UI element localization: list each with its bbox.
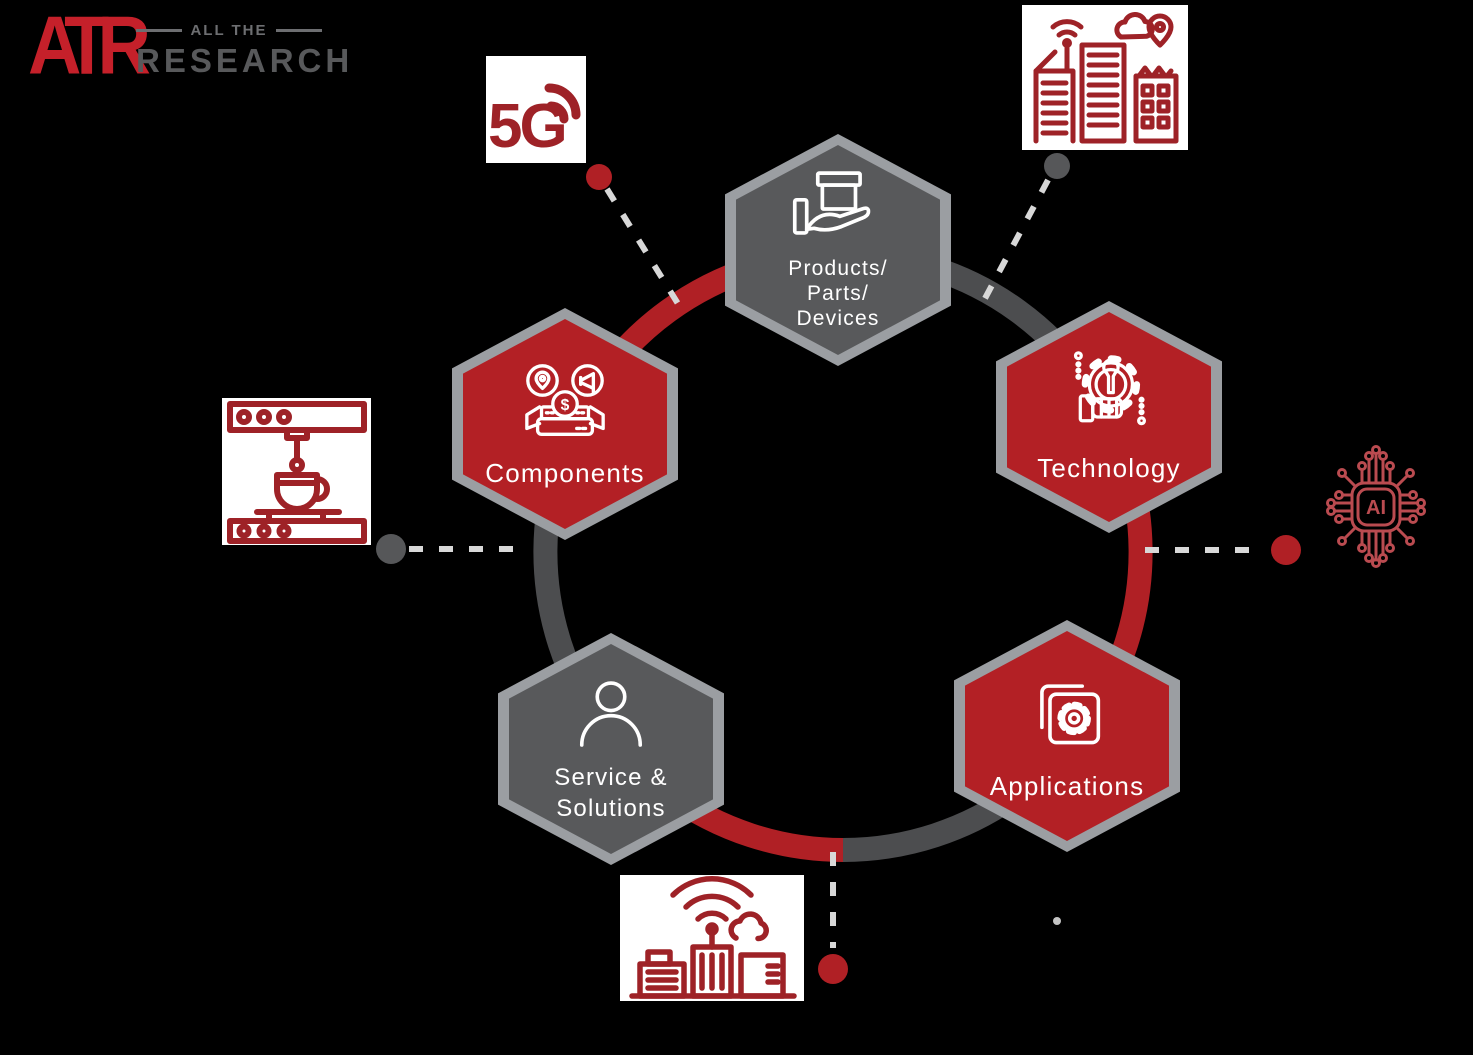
dot-5g	[586, 164, 612, 190]
dollar-glyph: $	[561, 397, 570, 414]
3d-printer-icon	[226, 401, 367, 544]
hexagon-label: Applications	[990, 770, 1145, 802]
smart-factory-card	[620, 875, 804, 1001]
hexagon-label: Components	[485, 457, 644, 489]
hexagon-technology: Technology	[996, 301, 1222, 533]
dot-3d-printer	[376, 534, 406, 564]
speck-dot	[1053, 917, 1061, 925]
logo-title: RESEARCH	[136, 42, 354, 79]
hexagon-applications: Applications	[954, 620, 1180, 852]
label-line: Parts/	[806, 281, 870, 305]
logo-tagline: ALL THE	[190, 22, 268, 39]
5g-card: 5G	[486, 56, 586, 163]
hexagon-label: Products/ Parts/ Devices	[788, 256, 888, 331]
app-window-gear-icon	[1040, 684, 1101, 745]
label-line: Applications	[989, 771, 1145, 801]
hexagon-label: Service & Solutions	[554, 762, 668, 824]
5g-signal-icon: 5G	[488, 83, 581, 161]
person-icon	[579, 681, 643, 747]
tagline-dash-left	[136, 29, 183, 32]
tagline-dash-right	[275, 29, 322, 32]
smart-city-card	[1022, 5, 1188, 150]
hand-box-icon	[792, 170, 871, 235]
connector-smart-city	[979, 178, 1051, 306]
hexagon-components: $ Components	[452, 308, 678, 540]
logo-tagline-row: ALL THE	[136, 22, 322, 39]
hexagon-service-solutions: Service & Solutions	[498, 633, 724, 865]
logo-monogram: ATR	[28, 0, 151, 92]
connector-5g	[604, 187, 683, 309]
market-box-icon: $	[525, 364, 605, 436]
label-line: Devices	[796, 306, 880, 330]
label-line: Service &	[554, 764, 668, 791]
dot-smart-city	[1044, 153, 1070, 179]
ai-text: AI	[1366, 497, 1386, 519]
hexagon-products-parts-devices: Products/ Parts/ Devices	[725, 134, 951, 366]
label-line: Products/	[788, 256, 888, 280]
brand-logo: ATR ALL THE RESEARCH	[24, 0, 354, 114]
dot-smart-factory	[818, 954, 848, 984]
label-line: Components	[485, 458, 645, 488]
smart-city-icon	[1033, 11, 1179, 143]
label-line: Technology	[1037, 453, 1181, 483]
dot-ai-chip	[1271, 535, 1301, 565]
hexagon-label: Technology	[1037, 452, 1181, 484]
gear-wrench-hand-icon	[1073, 351, 1147, 426]
smart-factory-icon	[629, 876, 797, 999]
3d-printer-card	[222, 398, 371, 545]
label-line: Solutions	[556, 795, 666, 822]
ai-chip-icon: AI	[1326, 445, 1426, 568]
